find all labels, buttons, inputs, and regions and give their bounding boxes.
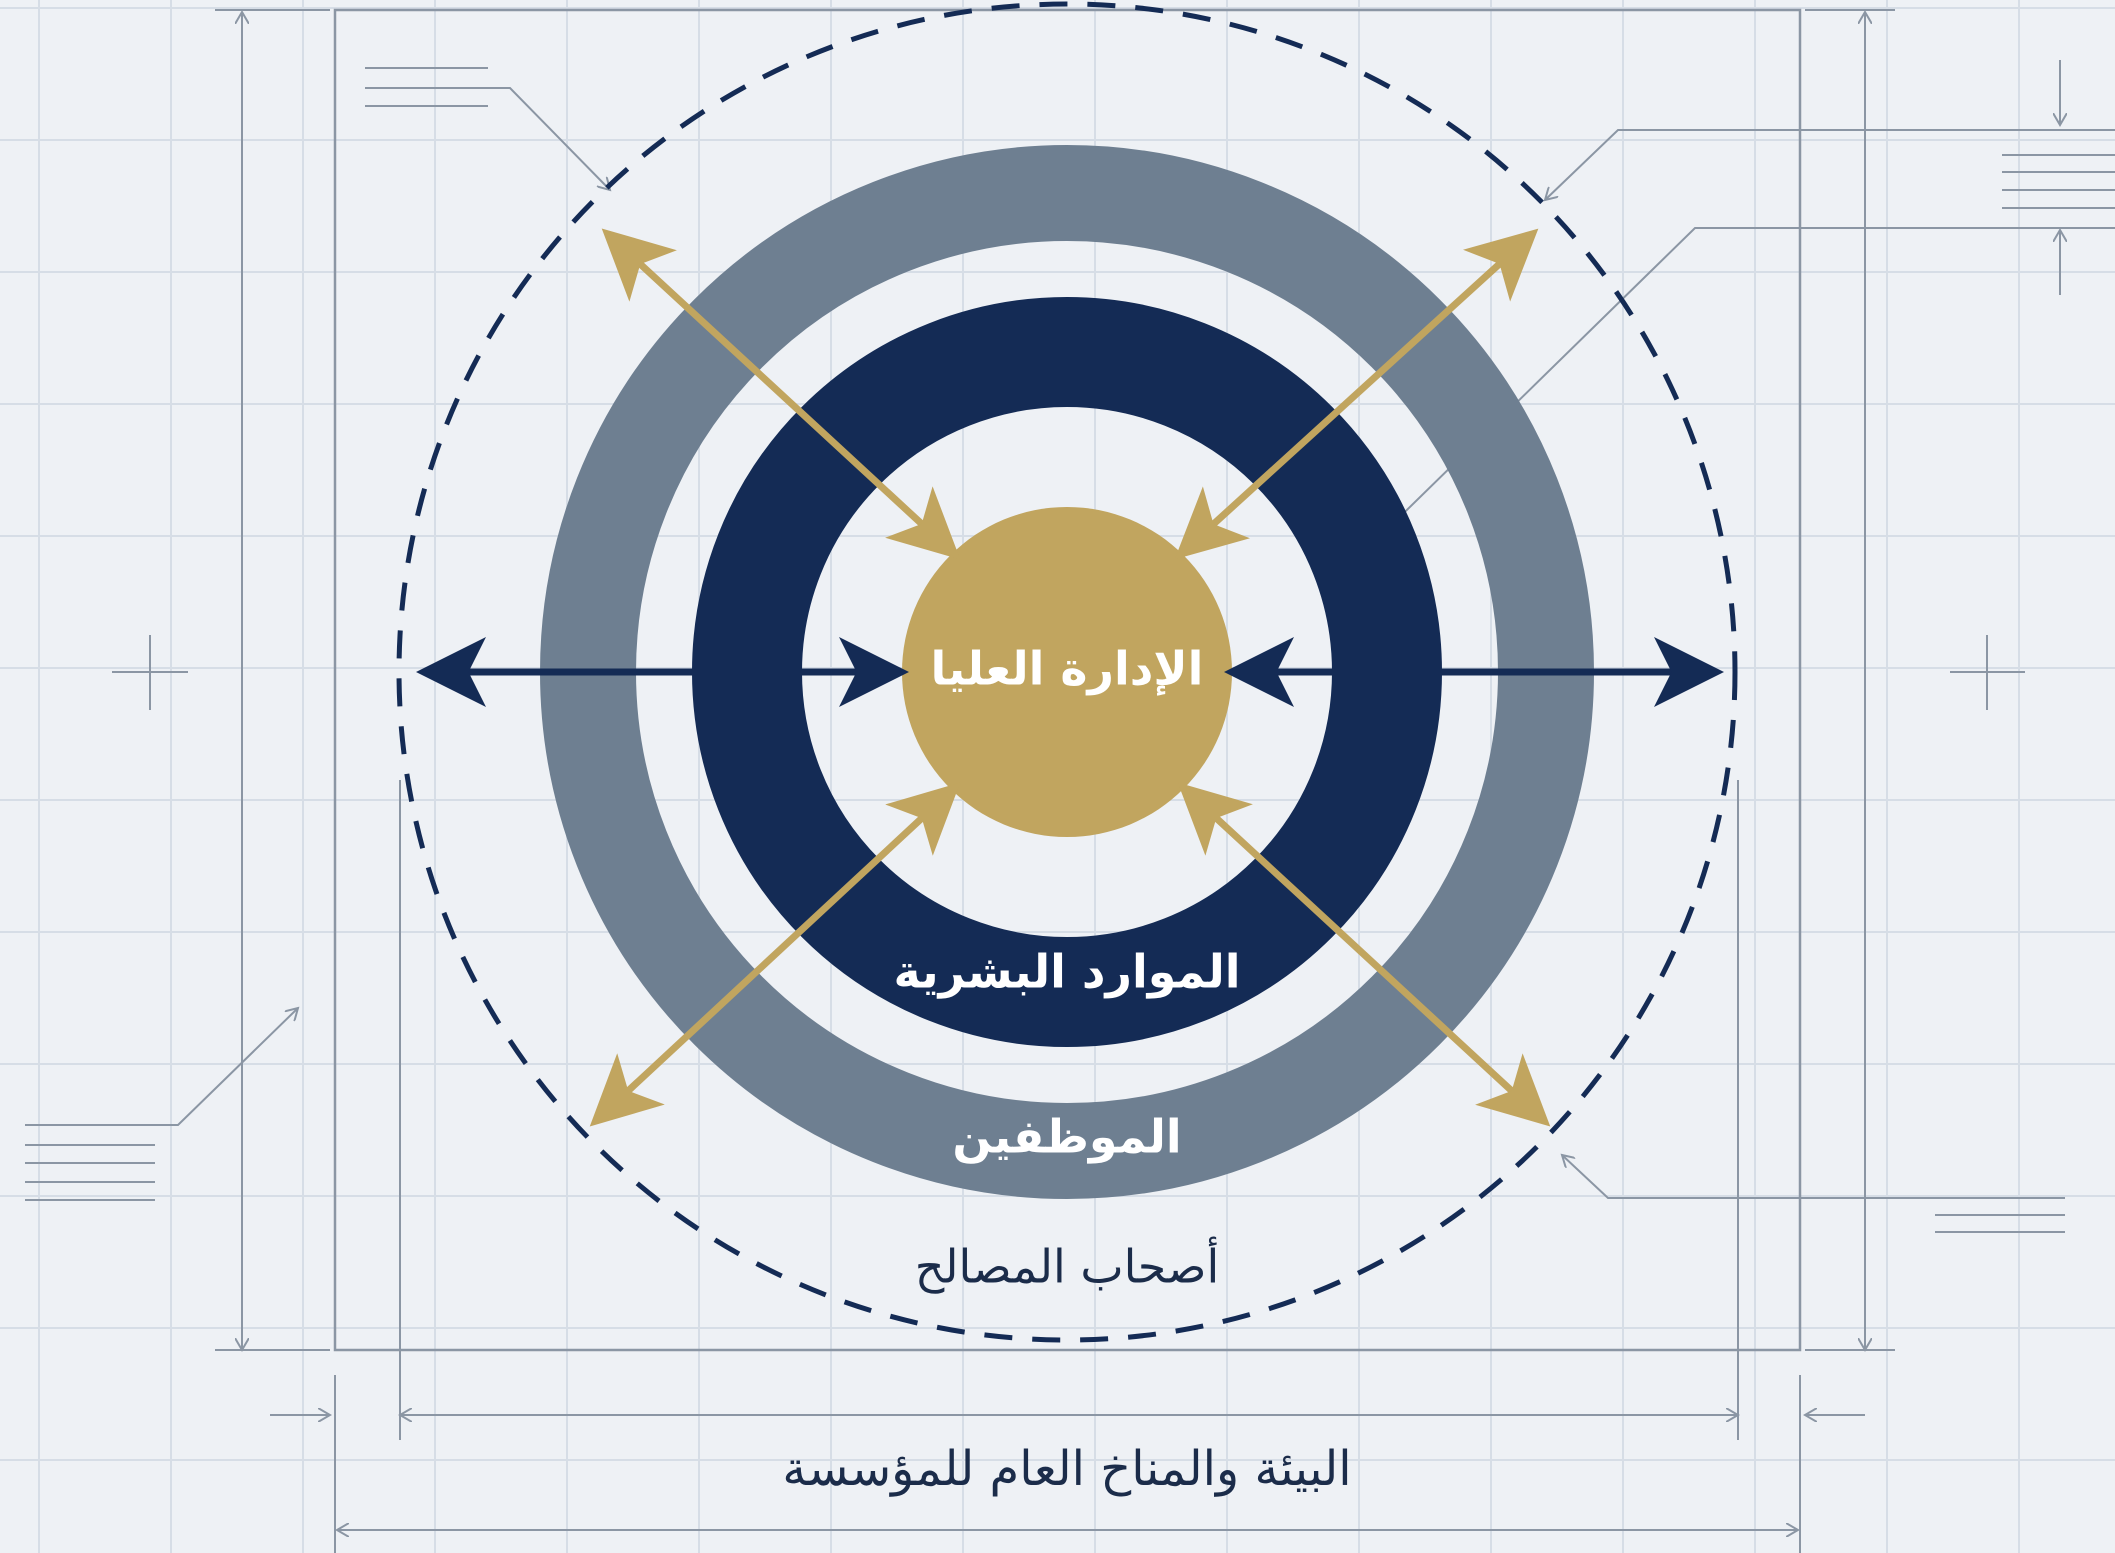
arrow-top-left — [601, 228, 961, 560]
diagonal-arrows — [589, 228, 1551, 1127]
dimension-guides — [112, 9, 2060, 1553]
employees-ring-label: الموظفين — [952, 1110, 1181, 1164]
arrow-bottom-right — [1177, 782, 1551, 1127]
stakeholders-dashed-circle — [396, 1, 1738, 1343]
stakeholders-label: أصحاب المصالح — [915, 1237, 1219, 1294]
hr-ring-label: الموارد البشرية — [894, 945, 1241, 999]
arrow-top-right — [1174, 228, 1539, 560]
top-management-label: الإدارة العليا — [931, 642, 1204, 696]
environment-caption: البيئة والمناخ العام للمؤسسة — [782, 1441, 1351, 1497]
frame-rectangle — [333, 8, 1802, 1352]
top-management-circle — [902, 507, 1232, 837]
arrow-bottom-left — [589, 782, 961, 1127]
